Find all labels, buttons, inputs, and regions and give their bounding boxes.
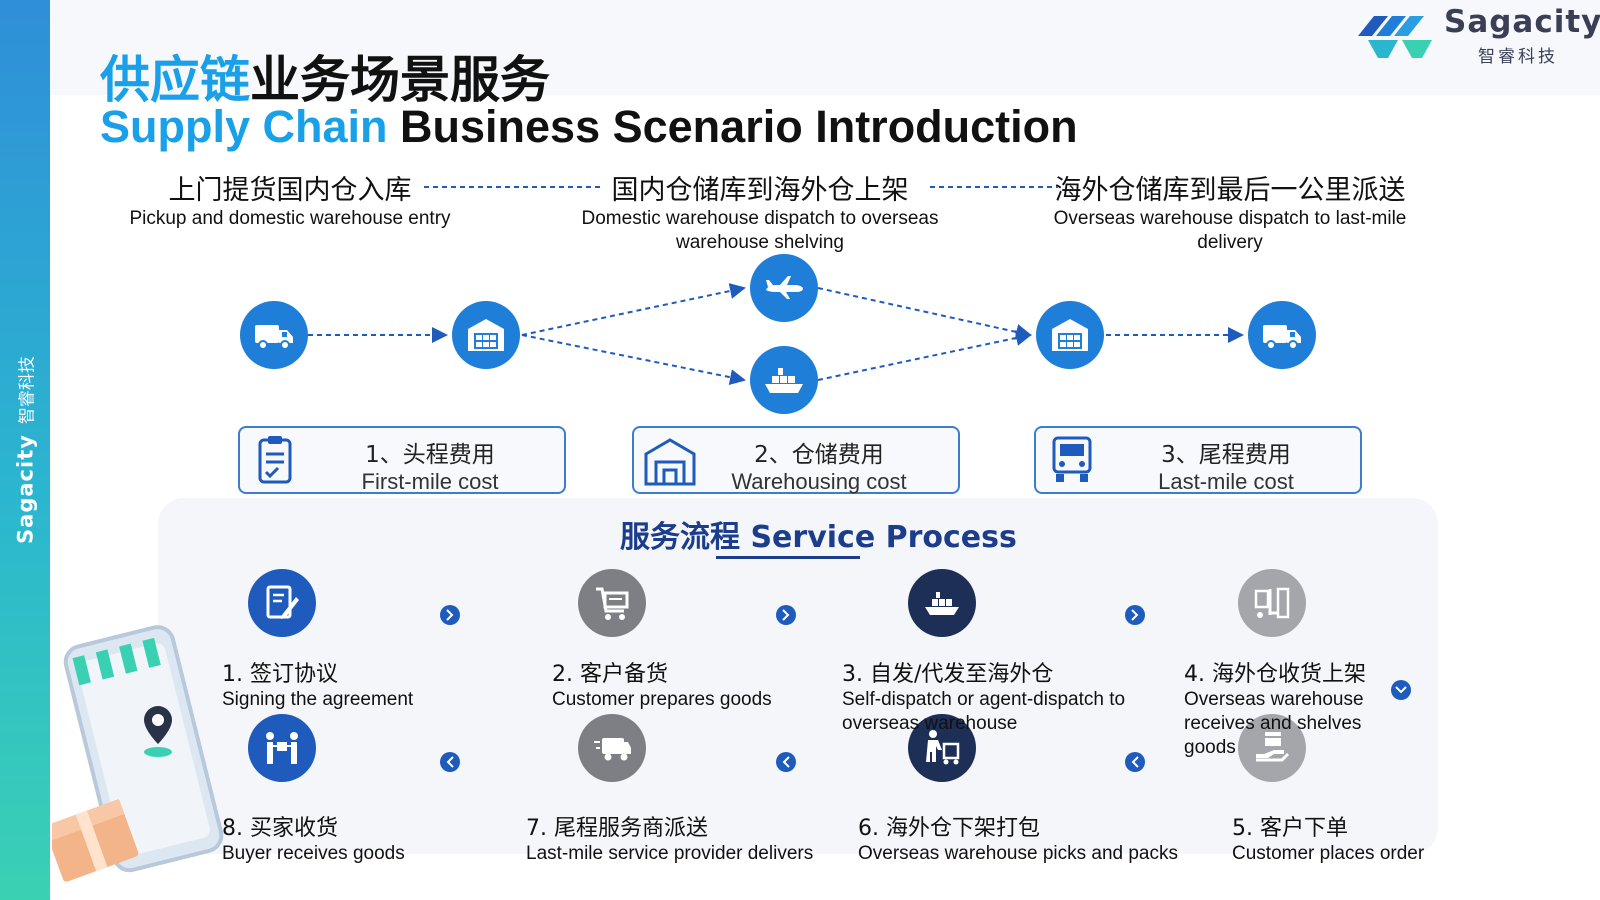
cart-icon (596, 587, 629, 620)
step-label-en: Overseas warehouse picks and packs (858, 843, 1178, 864)
truck-icon (1263, 325, 1301, 350)
page-title-en: Supply Chain Business Scenario Introduct… (100, 101, 1078, 153)
stage-label-en: Domestic warehouse dispatch to overseas … (581, 208, 939, 253)
warehouse-icon (468, 319, 504, 351)
step-label-en: Signing the agreement (222, 689, 414, 710)
step-icon-circle (248, 569, 316, 637)
chevron-down-icon (1391, 680, 1411, 700)
cost-label-en: First-mile cost (361, 469, 499, 494)
step-icon-circle (1238, 569, 1306, 637)
cost-label-cn: 2、仓储费用 (754, 442, 884, 468)
process-step-6: 6. 海外仓下架打包 Overseas warehouse picks and … (858, 810, 1218, 866)
delivery-van-icon (594, 738, 631, 761)
process-step-3: 3. 自发/代发至海外仓 Self-dispatch or agent-disp… (842, 656, 1162, 736)
order-hand-icon (1256, 732, 1290, 762)
step-label-cn: 5. 客户下单 (1232, 816, 1348, 841)
stage-label-en: Overseas warehouse dispatch to last-mile… (1053, 208, 1407, 253)
delivery-truck-icon (1052, 436, 1092, 482)
cost-label-en: Last-mile cost (1158, 469, 1294, 494)
page-title-cn: 供应链业务场景服务 (100, 40, 550, 112)
chevron-left-icon (776, 752, 796, 772)
process-step-7: 7. 尾程服务商派送 Last-mile service provider de… (526, 810, 846, 866)
warehouse-icon (1052, 319, 1088, 351)
truck-icon (255, 325, 293, 350)
phone-map-illustration (52, 625, 224, 882)
cost-label-en: Warehousing cost (731, 469, 907, 494)
step-label-en: Last-mile service provider delivers (526, 843, 814, 864)
step-label-cn: 1. 签订协议 (222, 662, 338, 687)
cost-label-cn: 1、头程费用 (365, 442, 495, 468)
cost-box-last-mile: 3、尾程费用 Last-mile cost (1034, 426, 1362, 494)
step-label-cn: 6. 海外仓下架打包 (858, 816, 1040, 841)
step-label-en: Customer places order (1232, 843, 1425, 864)
service-process-title-cn: 服务流程 (620, 520, 740, 555)
process-step-1: 1. 签订协议 Signing the agreement (222, 656, 482, 712)
truck-node (240, 301, 308, 369)
ship-icon (925, 592, 959, 615)
step-icon-circle (578, 714, 646, 782)
step-label-en: Overseas warehouse receives and shelves … (1184, 689, 1364, 758)
step-label-cn: 7. 尾程服务商派送 (526, 816, 708, 841)
chevron-right-icon (1125, 605, 1145, 625)
step-label-cn: 4. 海外仓收货上架 (1184, 662, 1366, 687)
ship-node (750, 346, 818, 414)
handover-icon (266, 732, 298, 764)
clipboard-icon (258, 436, 292, 484)
title-cn-rest: 业务场景服务 (250, 51, 550, 109)
chevron-right-icon (776, 605, 796, 625)
cost-label-cn: 3、尾程费用 (1161, 442, 1291, 468)
chevron-left-icon (440, 752, 460, 772)
step-label-en: Buyer receives goods (222, 843, 405, 864)
ship-icon (765, 368, 803, 393)
sagacity-logo-icon (1358, 16, 1432, 58)
airplane-node (750, 254, 818, 322)
header-background (50, 0, 1600, 95)
sidebar-band: Sagacity智睿科技 (0, 0, 50, 900)
process-step-5: 5. 客户下单 Customer places order (1232, 810, 1472, 866)
chevron-left-icon (1125, 752, 1145, 772)
process-step-2: 2. 客户备货 Customer prepares goods (552, 656, 822, 712)
truck-node (1248, 301, 1316, 369)
step-icon-circle (1238, 714, 1306, 782)
stage-label-cn: 国内仓储库到海外仓上架 (611, 175, 909, 206)
step-icon-circle (908, 714, 976, 782)
title-en-highlight: Supply Chain (100, 101, 388, 152)
service-process-title-en: Service Process (750, 520, 1017, 555)
airplane-icon (766, 276, 803, 299)
step-icon-circle (248, 714, 316, 782)
step-label-en: Customer prepares goods (552, 689, 772, 710)
chevron-right-icon (440, 605, 460, 625)
stage-label-cn: 上门提货国内仓入库 (168, 175, 412, 206)
stage-pickup: 上门提货国内仓入库 Pickup and domestic warehouse … (110, 168, 470, 231)
step-label-cn: 3. 自发/代发至海外仓 (842, 662, 1054, 687)
process-step-8: 8. 买家收货 Buyer receives goods (222, 810, 462, 866)
step-icon-circle (578, 569, 646, 637)
warehouse-node (1036, 301, 1104, 369)
title-underline (716, 556, 860, 559)
logo-subtext: 智睿科技 (1478, 47, 1558, 67)
step-label-cn: 2. 客户备货 (552, 662, 668, 687)
service-process-title: 服务流程 Service Process (620, 512, 1017, 556)
process-step-4: 4. 海外仓收货上架 Overseas warehouse receives a… (1184, 656, 1384, 760)
title-cn-highlight: 供应链 (100, 51, 250, 109)
step-label-en: Self-dispatch or agent-dispatch to overs… (842, 689, 1126, 734)
sign-document-icon (266, 585, 299, 619)
storage-building-icon (644, 438, 696, 486)
stage-label-en: Pickup and domestic warehouse entry (129, 208, 451, 229)
logo-text: Sagacity (1444, 4, 1600, 40)
warehouse-node (452, 301, 520, 369)
stage-last-mile: 海外仓储库到最后一公里派送 Overseas warehouse dispatc… (1040, 168, 1420, 255)
packing-worker-icon (926, 730, 960, 765)
title-en-rest: Business Scenario Introduction (400, 101, 1078, 152)
step-icon-circle (908, 569, 976, 637)
forklift-icon (1254, 587, 1290, 619)
cost-box-first-mile: 1、头程费用 First-mile cost (238, 426, 566, 494)
step-label-cn: 8. 买家收货 (222, 816, 338, 841)
stage-label-cn: 海外仓储库到最后一公里派送 (1054, 175, 1406, 206)
stage-domestic-to-overseas: 国内仓储库到海外仓上架 Domestic warehouse dispatch … (570, 168, 950, 255)
cost-box-warehousing: 2、仓储费用 Warehousing cost (632, 426, 960, 494)
